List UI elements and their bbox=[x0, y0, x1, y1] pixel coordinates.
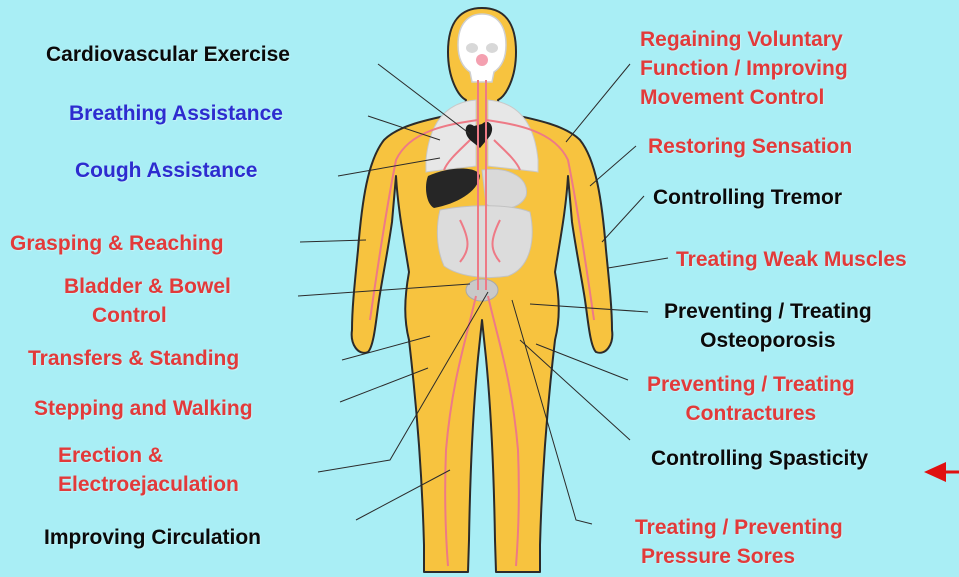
label-bladder-bowel-control: Bladder & Bowel Control bbox=[64, 272, 231, 330]
label-pressure-line-2: Pressure Sores bbox=[635, 542, 843, 571]
label-contract-line-2: Contractures bbox=[647, 399, 855, 428]
bladder bbox=[466, 279, 498, 301]
label-contract-line-1: Preventing / Treating bbox=[647, 370, 855, 399]
label-voluntary-line-2: Function / Improving bbox=[640, 54, 848, 83]
label-voluntary-line-3: Movement Control bbox=[640, 83, 848, 112]
label-stepping-walking: Stepping and Walking bbox=[34, 394, 253, 423]
label-improving-circulation: Improving Circulation bbox=[44, 523, 261, 552]
label-regaining-voluntary-function: Regaining Voluntary Function / Improving… bbox=[640, 25, 848, 112]
label-controlling-tremor: Controlling Tremor bbox=[653, 183, 842, 212]
label-grasping-reaching: Grasping & Reaching bbox=[10, 229, 224, 258]
label-erection-line-2: Electroejaculation bbox=[58, 470, 239, 499]
label-breathing-assistance: Breathing Assistance bbox=[69, 99, 283, 128]
label-bladder-line-1: Bladder & Bowel bbox=[64, 272, 231, 301]
highlight-arrow bbox=[924, 462, 959, 482]
label-erection-electroejaculation: Erection & Electroejaculation bbox=[58, 441, 239, 499]
label-osteo-line-1: Preventing / Treating bbox=[664, 297, 872, 326]
label-cardiovascular-exercise: Cardiovascular Exercise bbox=[46, 40, 290, 69]
intestines bbox=[437, 206, 532, 278]
label-restoring-sensation: Restoring Sensation bbox=[648, 132, 852, 161]
label-preventing-treating-osteoporosis: Preventing / Treating Osteoporosis bbox=[664, 297, 872, 355]
label-voluntary-line-1: Regaining Voluntary bbox=[640, 25, 848, 54]
label-pressure-line-1: Treating / Preventing bbox=[635, 513, 843, 542]
label-treating-preventing-pressure-sores: Treating / Preventing Pressure Sores bbox=[635, 513, 843, 571]
label-erection-line-1: Erection & bbox=[58, 441, 239, 470]
label-controlling-spasticity: Controlling Spasticity bbox=[651, 444, 868, 473]
left-arrow-icon bbox=[924, 462, 946, 482]
label-treating-weak-muscles: Treating Weak Muscles bbox=[676, 245, 907, 274]
label-osteo-line-2: Osteoporosis bbox=[664, 326, 872, 355]
label-preventing-treating-contractures: Preventing / Treating Contractures bbox=[647, 370, 855, 428]
label-cough-assistance: Cough Assistance bbox=[75, 156, 257, 185]
label-bladder-line-2: Control bbox=[64, 301, 231, 330]
label-transfers-standing: Transfers & Standing bbox=[28, 344, 239, 373]
